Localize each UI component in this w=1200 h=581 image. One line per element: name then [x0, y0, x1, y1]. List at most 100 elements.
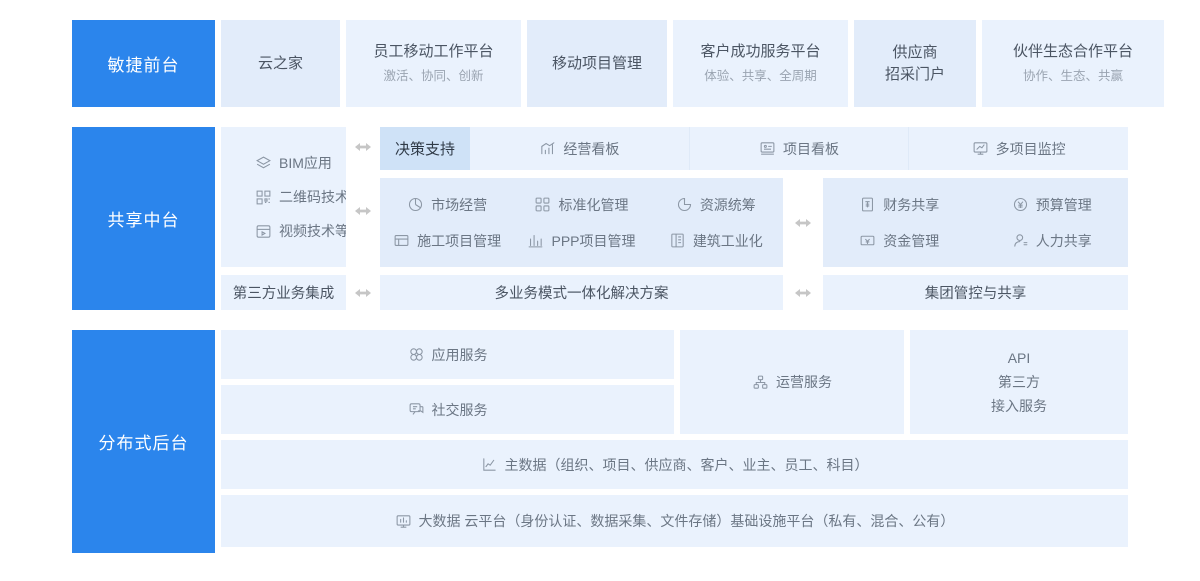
- back-cell-social-service[interactable]: 社交服务: [221, 385, 674, 434]
- service-item: 应用服务: [408, 345, 488, 365]
- spacer: [667, 20, 673, 107]
- finance-item-fund[interactable]: 资金管理: [823, 231, 976, 251]
- back-cell-operation-service[interactable]: 运营服务: [680, 330, 904, 434]
- middle-row2-arrow: [783, 178, 823, 267]
- front-cell-customer-success[interactable]: 客户成功服务平台 体验、共享、全周期: [673, 20, 848, 107]
- middle-row1-multi-project-monitor[interactable]: 多项目监控: [909, 127, 1129, 170]
- spacer: [848, 20, 854, 107]
- front-cell-employee-platform[interactable]: 员工移动工作平台 激活、协同、创新: [346, 20, 521, 107]
- grid-item-label: 资源统筹: [699, 196, 756, 213]
- middle-row1-business-board[interactable]: 经营看板: [470, 127, 690, 170]
- arrow-left-bottom: [349, 204, 377, 218]
- back-cell-api-third-party[interactable]: API 第三方 接入服务: [910, 330, 1128, 434]
- finance-item-label: 财务共享: [883, 196, 940, 213]
- finance-item-label: 预算管理: [1035, 196, 1092, 213]
- row1-item: 经营看板: [539, 139, 619, 159]
- spacer: [221, 267, 1128, 275]
- qrcode-icon: [255, 189, 272, 206]
- video-icon: [255, 223, 272, 240]
- front-band: 敏捷前台 云之家 员工移动工作平台 激活、协同、创新 移动项目管理 客户成功服务…: [72, 20, 1164, 107]
- person-icon: [1012, 232, 1029, 249]
- front-cell-title-line2: 招采门户: [884, 65, 945, 83]
- middle-band-body: BIM应用 二维码技术 视频技术等: [221, 127, 1129, 310]
- front-cell-title: 移动项目管理: [551, 54, 642, 72]
- front-cell-supplier-portal[interactable]: 供应商 招采门户: [854, 20, 976, 107]
- back-cell-app-service[interactable]: 应用服务: [221, 330, 674, 379]
- finance-item-label: 资金管理: [883, 232, 940, 249]
- api-line-2: 第三方: [998, 374, 1040, 390]
- pie-chart-icon: [407, 196, 424, 213]
- back-cell-master-data[interactable]: 主数据（组织、项目、供应商、客户、业主、员工、科目）: [221, 440, 1128, 489]
- finance-item-shared-finance[interactable]: 财务共享: [823, 195, 976, 215]
- front-cell-title: 云之家: [257, 54, 303, 72]
- front-cell-title-line1: 供应商: [892, 43, 938, 61]
- grid-item-label: 施工项目管理: [417, 232, 502, 249]
- spacer: [976, 20, 982, 107]
- clock-pie-icon: [676, 196, 693, 213]
- chat-icon: [408, 401, 425, 418]
- row1-item-label: 多项目监控: [995, 140, 1066, 157]
- row1-item: 项目看板: [759, 139, 839, 159]
- decision-support-label: 决策支持: [394, 141, 455, 158]
- layers-icon: [255, 155, 272, 172]
- yuan-circle-icon: [1012, 196, 1029, 213]
- front-cell-partner-ecosystem[interactable]: 伙伴生态合作平台 协作、生态、共赢: [982, 20, 1164, 107]
- front-cell-yunzhijia[interactable]: 云之家: [221, 20, 340, 107]
- finance-item-budget[interactable]: 预算管理: [976, 195, 1129, 215]
- front-band-body: 云之家 员工移动工作平台 激活、协同、创新 移动项目管理 客户成功服务平台 体验…: [221, 20, 1164, 107]
- grid-item-construction-project[interactable]: 施工项目管理: [380, 231, 514, 251]
- back-band-label: 分布式后台: [72, 330, 215, 553]
- arrow-left-top: [349, 140, 377, 154]
- big-data-label: 大数据 云平台（身份认证、数据采集、文件存储）基础设施平台（私有、混合、公有）: [418, 513, 955, 529]
- modules-icon: [534, 196, 551, 213]
- front-band-label: 敏捷前台: [72, 20, 215, 107]
- api-line-1: API: [1007, 350, 1031, 366]
- grid-item-market[interactable]: 市场经营: [380, 195, 514, 215]
- middle-row3-arrow-left: [346, 275, 380, 310]
- middle-row3-integrated-solution[interactable]: 多业务模式一体化解决方案: [380, 275, 783, 310]
- service-item-label: 社交服务: [431, 401, 488, 418]
- row3-left-label: 第三方业务集成: [232, 286, 335, 302]
- grid-item-industrialization[interactable]: 建筑工业化: [649, 231, 783, 251]
- middle-row3-third-party[interactable]: 第三方业务集成: [221, 275, 346, 310]
- grid-item-ppp-project[interactable]: PPP项目管理: [514, 231, 648, 251]
- middle-left-arrows: [346, 127, 380, 267]
- chart-growth-icon: [539, 140, 556, 157]
- row1-item-label: 经营看板: [563, 140, 620, 157]
- spacer: [674, 330, 680, 434]
- middle-row3-group-control[interactable]: 集团管控与共享: [823, 275, 1128, 310]
- grid-item-label: 标准化管理: [558, 196, 629, 213]
- finance-item-hr[interactable]: 人力共享: [976, 231, 1129, 251]
- row3-center-label: 多业务模式一体化解决方案: [494, 286, 669, 302]
- grid-item-resource[interactable]: 资源统筹: [649, 195, 783, 215]
- front-cell-subtitle: 体验、共享、全周期: [704, 68, 817, 83]
- grid-item-label: PPP项目管理: [551, 232, 636, 249]
- big-data-item: 大数据 云平台（身份认证、数据采集、文件存储）基础设施平台（私有、混合、公有）: [395, 511, 955, 531]
- grid-item-standardization[interactable]: 标准化管理: [514, 195, 648, 215]
- finance-doc-icon: [859, 196, 876, 213]
- spacer: [221, 379, 674, 385]
- finance-item-label: 人力共享: [1035, 232, 1092, 249]
- middle-row3-arrow-right: [783, 275, 823, 310]
- back-band-body: 应用服务 社交服务 运营服务: [221, 330, 1128, 553]
- tech-item-label: 视频技术等: [279, 223, 349, 239]
- master-data-label: 主数据（组织、项目、供应商、客户、业主、员工、科目）: [504, 456, 869, 473]
- bar-chart-icon: [527, 232, 544, 249]
- spacer: [380, 170, 1128, 178]
- tech-item-video[interactable]: 视频技术等: [255, 221, 349, 241]
- board-icon: [759, 140, 776, 157]
- spacer: [221, 434, 1128, 440]
- tech-item-label: 二维码技术: [279, 189, 349, 205]
- tech-item-qrcode[interactable]: 二维码技术: [255, 187, 349, 207]
- row1-item-label: 项目看板: [783, 140, 839, 157]
- middle-decision-support[interactable]: 决策支持: [380, 127, 470, 170]
- operation-item-label: 运营服务: [776, 374, 832, 390]
- front-cell-mobile-project[interactable]: 移动项目管理: [527, 20, 667, 107]
- back-band: 分布式后台 应用服务 社交服务: [72, 330, 1128, 553]
- back-cell-big-data[interactable]: 大数据 云平台（身份认证、数据采集、文件存储）基础设施平台（私有、混合、公有）: [221, 495, 1128, 547]
- row1-item: 多项目监控: [972, 139, 1066, 159]
- middle-row1-project-board[interactable]: 项目看板: [689, 127, 910, 170]
- middle-band-label: 共享中台: [72, 127, 215, 310]
- operation-item: 运营服务: [752, 372, 832, 392]
- tech-item-bim[interactable]: BIM应用: [255, 153, 332, 173]
